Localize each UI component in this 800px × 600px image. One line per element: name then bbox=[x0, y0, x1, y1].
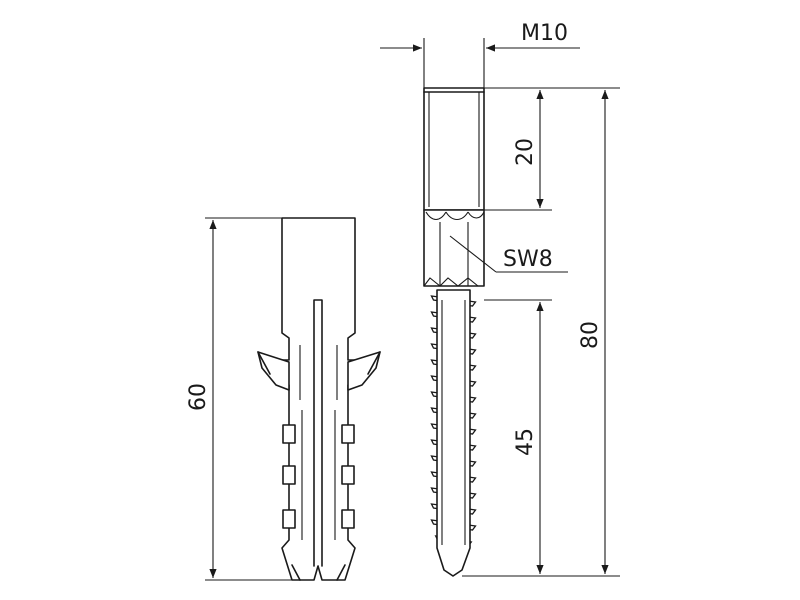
thread-length-dimension: 20 bbox=[484, 87, 620, 211]
dowel-length-label: 60 bbox=[186, 383, 211, 411]
screw-length-dimension: 45 bbox=[462, 299, 620, 577]
wrench-size-leader: SW8 bbox=[449, 235, 568, 273]
total-length-dimension: 80 bbox=[578, 90, 609, 574]
total-length-label: 80 bbox=[578, 321, 603, 349]
wrench-size-label: SW8 bbox=[503, 247, 553, 272]
screw-drawing bbox=[423, 87, 485, 577]
dowel-drawing bbox=[257, 217, 381, 581]
thread-size-dimension: M10 bbox=[380, 21, 580, 88]
dowel-length-dimension: 60 bbox=[186, 217, 292, 581]
screw-length-label: 45 bbox=[513, 428, 538, 456]
thread-size-label: M10 bbox=[521, 21, 568, 46]
thread-length-label: 20 bbox=[513, 138, 538, 166]
